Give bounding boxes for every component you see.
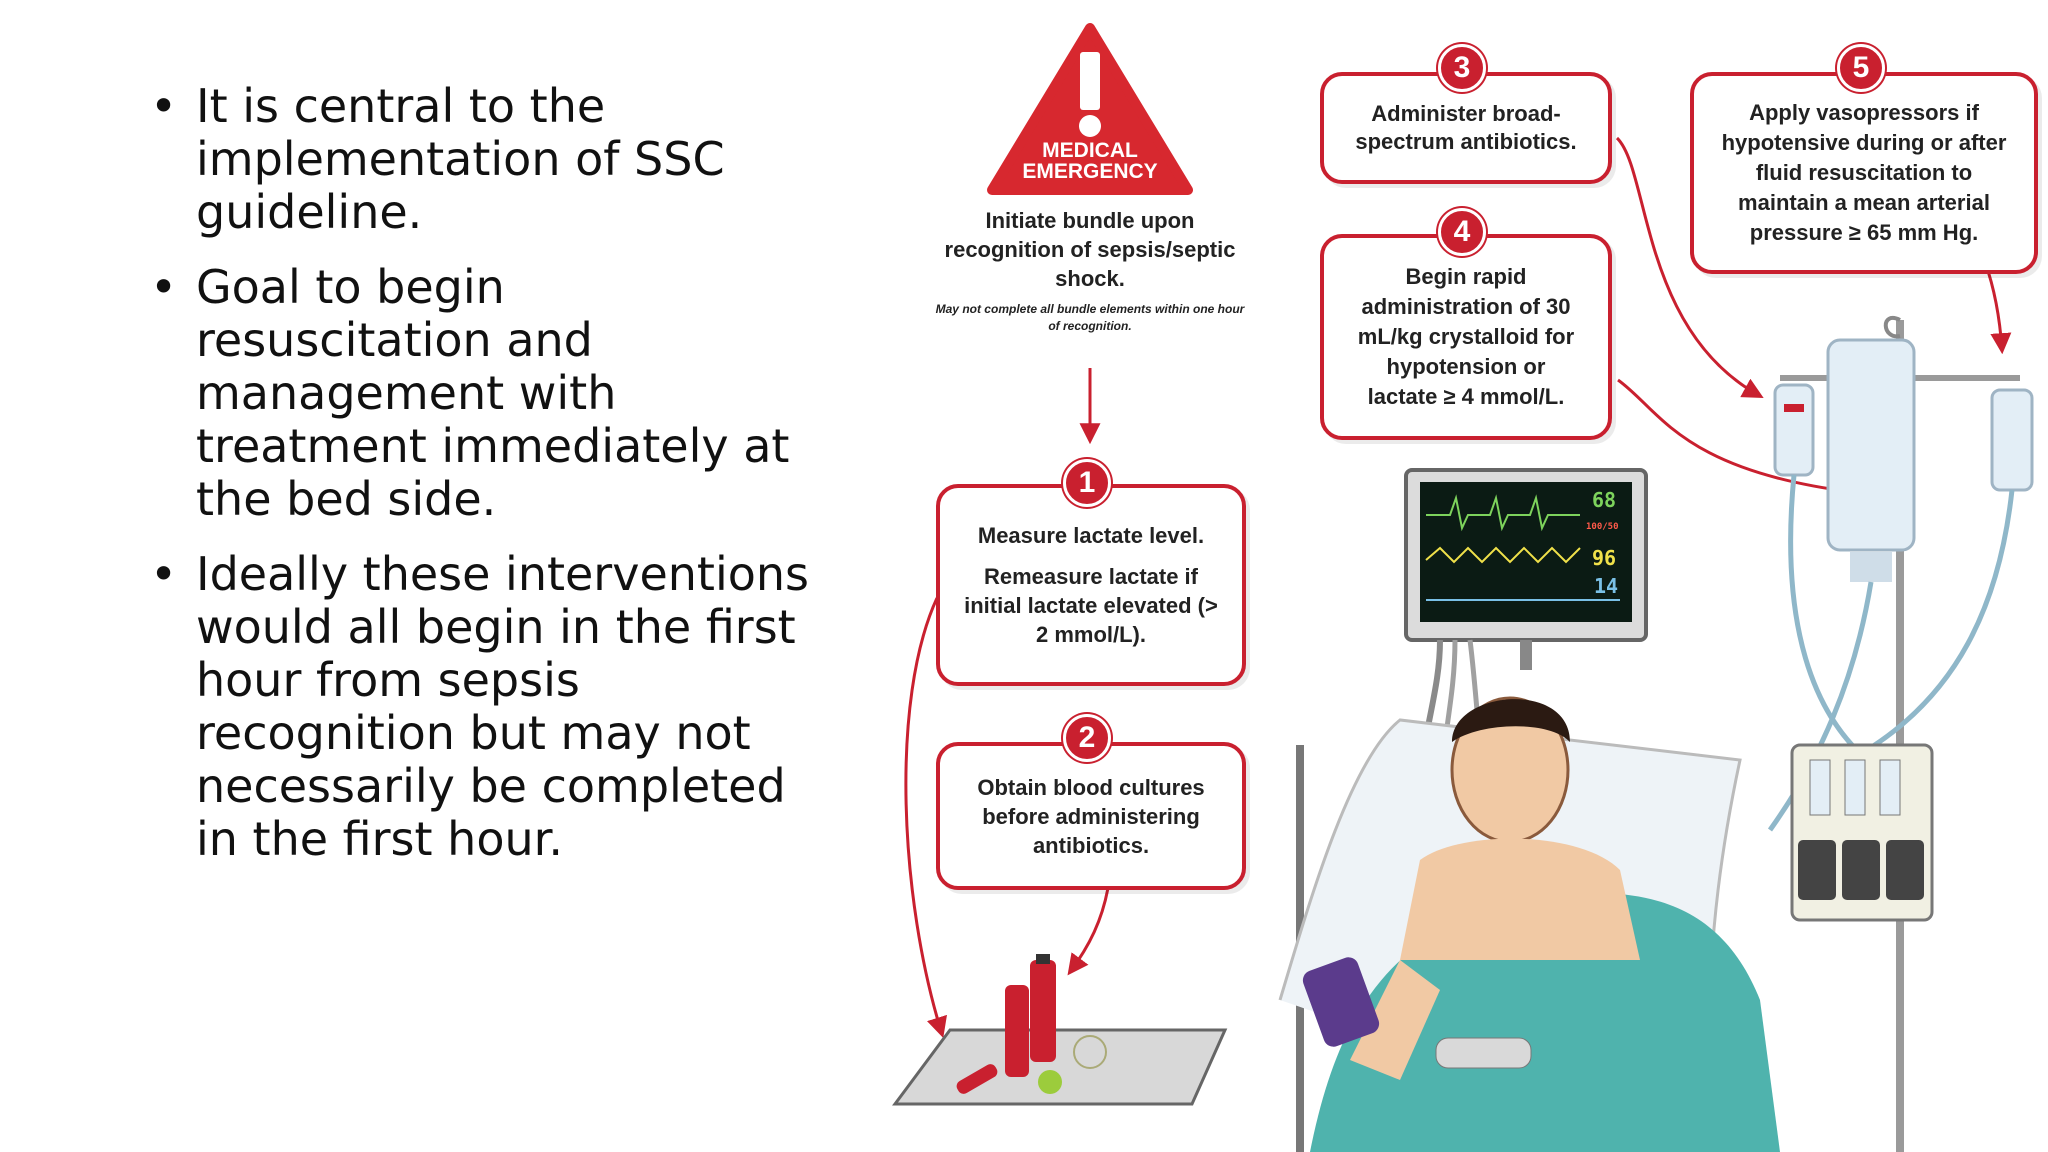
step-1-box: Measure lactate level. Remeasure lactate… [936,484,1246,686]
arrow-1-to-tray [904,597,948,1039]
step-4-text: Begin rapid administration of 30 mL/kg c… [1357,264,1575,409]
bundle-intro-note: May not complete all bundle elements wit… [935,302,1245,333]
iv-bag-icon [1773,383,1815,477]
step-5-box: Apply vasopressors if hypotensive during… [1690,72,2038,274]
vital-signs-monitor-icon [1404,468,1648,670]
bullet-text: It is central to the implementation of S… [196,79,725,239]
bullet-text: Goal to begin resuscitation and manageme… [196,260,790,526]
arrow-2-to-tray [1067,887,1110,976]
step-1-badge: 1 [1063,459,1111,507]
step-1-text: Remeasure lactate if initial lactate ele… [964,564,1218,647]
step-2-text: Obtain blood cultures before administeri… [977,774,1205,858]
bundle-intro-text: Initiate bundle upon recognition of seps… [944,208,1236,291]
bullet-list: • It is central to the implementation of… [150,80,810,888]
bullet-text: Ideally these interventions would all be… [196,547,809,866]
step-1-text: Measure lactate level. [977,523,1205,548]
monitor-resp-rate: 14 [1594,574,1619,598]
medical-emergency-label: MEDICAL EMERGENCY [1022,139,1158,183]
bullet-item: • Ideally these interventions would all … [150,548,810,866]
bullet-item: • Goal to begin resuscitation and manage… [150,261,810,526]
step-5-text: Apply vasopressors if hypotensive during… [1721,100,2007,245]
step-2-badge: 2 [1063,714,1111,762]
bullet-marker: • [150,260,178,314]
illustration-artwork [892,23,2034,1152]
step-3-badge: 3 [1438,44,1486,92]
arrow-5-to-bag [1983,261,2012,355]
bundle-intro: Initiate bundle upon recognition of seps… [935,206,1245,335]
monitor-heart-rate: 68 [1592,488,1617,512]
monitor-spo2: 96 [1592,546,1617,570]
step-4-box: Begin rapid administration of 30 mL/kg c… [1320,234,1612,440]
infusion-pump-icon [1790,743,1934,922]
bullet-item: • It is central to the implementation of… [150,80,810,239]
bullet-marker: • [150,547,178,601]
iv-bag-icon [1990,388,2034,492]
step-4-badge: 4 [1438,208,1486,256]
monitor-blood-pressure: 100/50 [1586,522,1619,532]
arrow-4-to-bag [1617,378,1857,501]
arrow-3-to-bag [1615,136,1764,399]
step-5-badge: 5 [1837,44,1885,92]
sepsis-bundle-illustration: MEDICAL EMERGENCY Initiate bundle upon r… [880,0,2048,1152]
patient-icon [1302,696,1640,1080]
step-3-text: Administer broad-spectrum antibiotics. [1355,101,1577,154]
iv-bag-icon [1826,338,1916,582]
supply-tray-icon [892,954,1228,1106]
bullet-marker: • [150,79,178,133]
step-2-box: Obtain blood cultures before administeri… [936,742,1246,890]
